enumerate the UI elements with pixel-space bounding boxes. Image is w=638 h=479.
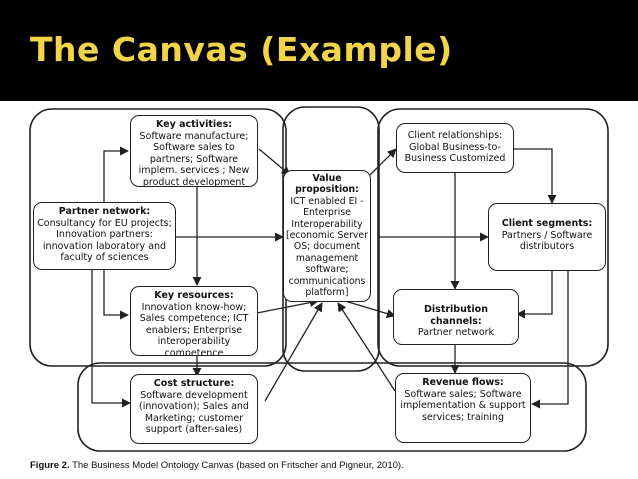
value-proposition-text: ICT enabled EI - Enterprise Interoperabi… bbox=[286, 195, 368, 299]
arrow-value-to-relationships bbox=[369, 148, 397, 176]
right-region-outline bbox=[377, 108, 609, 367]
title-bar: The Canvas (Example) bbox=[0, 0, 638, 101]
arrow-relationships-to-segments bbox=[513, 148, 557, 204]
revenue-flows-label: Revenue flows: bbox=[422, 377, 504, 388]
value-proposition-box: Value proposition: ICT enabled EI - Ente… bbox=[283, 170, 371, 302]
key-activities-label: Key activities: bbox=[155, 119, 233, 130]
distribution-channels-text: Partner network bbox=[417, 327, 495, 339]
partner-network-label: Partner network: bbox=[58, 206, 151, 217]
client-segments-box: Client segments: Partners / Software dis… bbox=[488, 203, 606, 271]
diagram-connectors bbox=[29, 106, 609, 452]
arrow-segments-to-distribution bbox=[516, 271, 553, 319]
key-resources-box: Key resources: Innovation know-how; Sale… bbox=[130, 286, 258, 356]
cost-structure-box: Cost structure: Software development (in… bbox=[130, 374, 258, 444]
arrow-resources-to-value bbox=[256, 298, 319, 314]
client-segments-text: Partners / Software distributors bbox=[501, 229, 593, 253]
client-segments-label: Client segments: bbox=[501, 218, 593, 229]
client-relationships-text: Global Business-to-Business Customized bbox=[404, 141, 506, 165]
arrow-segments-to-revenue bbox=[531, 271, 569, 409]
cost-structure-label: Cost structure: bbox=[153, 378, 235, 389]
arrow-cost-to-value bbox=[264, 302, 323, 402]
arrow-partners-to-resources bbox=[103, 269, 129, 320]
key-activities-text: Software manufacture; Software sales to … bbox=[138, 130, 250, 187]
bottom-region-outline bbox=[77, 362, 587, 452]
figure-number: Figure 2. bbox=[30, 460, 70, 471]
client-relationships-box: Client relationships: Global Business-to… bbox=[396, 123, 514, 173]
arrow-value-to-distribution bbox=[344, 300, 396, 319]
arrow-partners-to-activities bbox=[103, 146, 129, 206]
business-model-canvas-diagram: Key activities: Software manufacture; So… bbox=[0, 101, 638, 458]
figure-caption-text: The Business Model Ontology Canvas (base… bbox=[72, 460, 404, 471]
slide-title: The Canvas (Example) bbox=[30, 30, 453, 69]
key-resources-text: Innovation know-how; Sales competence; I… bbox=[139, 301, 249, 356]
cost-structure-text: Software development (innovation); Sales… bbox=[139, 389, 249, 436]
figure-caption: Figure 2. The Business Model Ontology Ca… bbox=[30, 460, 404, 471]
partner-network-text: Consultancy for EU projects; Innovation … bbox=[37, 217, 172, 264]
arrow-partners-to-cost bbox=[91, 269, 131, 408]
distribution-channels-box: Distribution channels: Partner network bbox=[393, 289, 519, 345]
key-activities-box: Key activities: Software manufacture; So… bbox=[130, 115, 258, 187]
client-relationships-label: Client relationships: bbox=[407, 130, 503, 141]
partner-network-box: Partner network: Consultancy for EU proj… bbox=[33, 202, 176, 270]
distribution-channels-label: Distribution channels: bbox=[424, 304, 488, 327]
arrow-revenue-to-value bbox=[337, 302, 396, 392]
revenue-flows-box: Revenue flows: Software sales; Software … bbox=[395, 373, 531, 443]
key-resources-label: Key resources: bbox=[154, 290, 234, 301]
value-proposition-label: Value proposition: bbox=[295, 173, 359, 196]
revenue-flows-text: Software sales; Software implementation … bbox=[400, 388, 526, 423]
arrow-activities-to-value bbox=[258, 148, 291, 176]
